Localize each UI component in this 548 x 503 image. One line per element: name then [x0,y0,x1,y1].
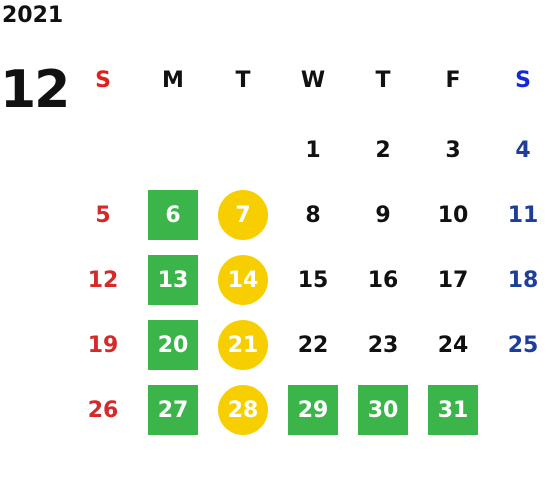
weekday-header-wednesday: W [300,68,326,93]
green-square-marker [288,385,338,435]
day-number: 11 [507,203,539,228]
green-square-marker [148,255,198,305]
day-cell[interactable]: 25 [488,313,548,378]
day-cell[interactable]: 23 [348,313,418,378]
day-cell[interactable]: 26 [68,378,138,443]
day-cell[interactable]: 17 [418,248,488,313]
day-cell-green-marked[interactable]: 29 [278,378,348,443]
day-cell-green-marked[interactable]: 27 [138,378,208,443]
year-label: 2021 [2,3,64,28]
day-cell[interactable]: 15 [278,248,348,313]
day-number: 12 [87,268,119,293]
day-cell-yellow-marked[interactable]: 7 [208,183,278,248]
weekday-header-sunday: S [95,68,111,93]
day-cell[interactable]: 19 [68,313,138,378]
day-cell-green-marked[interactable]: 31 [418,378,488,443]
day-number: 6 [165,203,181,228]
day-number: 7 [235,203,251,228]
green-square-marker [148,320,198,370]
day-number: 28 [227,398,259,423]
green-square-marker [428,385,478,435]
day-cell[interactable]: 9 [348,183,418,248]
day-number: 26 [87,398,119,423]
day-number: 2 [375,138,391,163]
day-number: 24 [437,333,469,358]
day-cell[interactable]: 12 [68,248,138,313]
day-number: 14 [227,268,259,293]
weekday-header-monday: M [162,68,184,93]
day-number: 20 [157,333,189,358]
day-number: 21 [227,333,259,358]
day-number: 27 [157,398,189,423]
day-cell[interactable]: 22 [278,313,348,378]
day-number: 22 [297,333,329,358]
weekday-header-saturday: S [515,68,531,93]
day-number: 31 [437,398,469,423]
month-number: 12 [0,60,70,120]
day-number: 8 [305,203,321,228]
day-cell[interactable]: 11 [488,183,548,248]
day-cell[interactable]: 10 [418,183,488,248]
yellow-circle-marker [218,255,268,305]
weekday-header-friday: F [445,68,461,93]
green-square-marker [148,385,198,435]
day-cell[interactable]: 8 [278,183,348,248]
green-square-marker [358,385,408,435]
day-number: 9 [375,203,391,228]
day-cell[interactable]: 3 [418,118,488,183]
day-number: 17 [437,268,469,293]
day-number: 4 [515,138,531,163]
day-cell-green-marked[interactable]: 20 [138,313,208,378]
yellow-circle-marker [218,385,268,435]
day-number: 13 [157,268,189,293]
day-cell[interactable]: 4 [488,118,548,183]
green-square-marker [148,190,198,240]
day-cell[interactable]: 5 [68,183,138,248]
day-cell[interactable]: 2 [348,118,418,183]
day-number: 5 [95,203,111,228]
day-cell-green-marked[interactable]: 13 [138,248,208,313]
day-number: 19 [87,333,119,358]
day-number: 18 [507,268,539,293]
day-number: 1 [305,138,321,163]
day-cell-green-marked[interactable]: 6 [138,183,208,248]
day-number: 15 [297,268,329,293]
yellow-circle-marker [218,320,268,370]
day-cell[interactable]: 18 [488,248,548,313]
day-cell-yellow-marked[interactable]: 21 [208,313,278,378]
calendar-grid: S M T W T F S 1 2 3 4 5 6 7 8 9 10 11 12… [68,48,548,438]
day-number: 10 [437,203,469,228]
day-cell-yellow-marked[interactable]: 14 [208,248,278,313]
day-number: 30 [367,398,399,423]
day-cell[interactable]: 1 [278,118,348,183]
day-cell[interactable]: 16 [348,248,418,313]
weekday-header-tuesday: T [235,68,251,93]
day-number: 25 [507,333,539,358]
weekday-header-thursday: T [375,68,391,93]
day-cell-yellow-marked[interactable]: 28 [208,378,278,443]
day-cell-green-marked[interactable]: 30 [348,378,418,443]
day-number: 23 [367,333,399,358]
day-number: 3 [445,138,461,163]
day-number: 29 [297,398,329,423]
day-number: 16 [367,268,399,293]
day-cell[interactable]: 24 [418,313,488,378]
yellow-circle-marker [218,190,268,240]
